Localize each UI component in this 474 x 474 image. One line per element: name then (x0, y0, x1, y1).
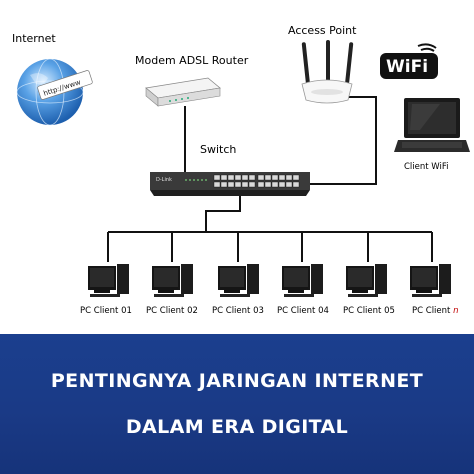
title-banner: PENTINGNYA JARINGAN INTERNET DALAM ERA D… (0, 334, 474, 474)
client-label-text: PC Client (412, 306, 454, 316)
connection-lines (107, 96, 433, 262)
pc-client-02-icon (152, 264, 193, 297)
client-label-suffix: n (453, 306, 459, 316)
client-label-text: PC Client 03 (212, 306, 264, 316)
switch-label: Switch (200, 143, 237, 156)
network-diagram-svg: http://www WiFi (16, 40, 470, 297)
wifi-logo-icon: WiFi (380, 43, 438, 79)
access-point-label: Access Point (288, 24, 357, 37)
client-label-05: PC Client 05 (343, 306, 395, 316)
switch-to-bus-line (205, 194, 241, 232)
pc-client-01-icon (88, 264, 129, 297)
client-wifi-laptop-icon (394, 98, 470, 152)
banner-title-line-1: PENTINGNYA JARINGAN INTERNET (50, 370, 424, 392)
client-label-text: PC Client 02 (146, 306, 198, 316)
banner-title-line-2: DALAM ERA DIGITAL (125, 416, 349, 438)
pc-client-03-icon (218, 264, 259, 297)
client-label-03: PC Client 03 (212, 306, 264, 316)
client-label-text: PC Client 01 (80, 306, 132, 316)
client-label-text: PC Client 04 (277, 306, 329, 316)
pc-client-icons (88, 264, 451, 297)
pc-client-05-icon (346, 264, 387, 297)
modem-router-icon (145, 77, 221, 107)
network-switch-icon: D-Link (150, 172, 310, 196)
access-point-to-switch-line (310, 96, 377, 185)
internet-label: Internet (12, 32, 56, 45)
client-label-04: PC Client 04 (277, 306, 329, 316)
access-point-icon (301, 40, 354, 104)
wifi-logo-text: WiFi (386, 57, 428, 77)
switch-brand-text: D-Link (156, 177, 172, 183)
client-label-01: PC Client 01 (80, 306, 132, 316)
client-label-02: PC Client 02 (146, 306, 198, 316)
internet-globe-icon: http://www (16, 58, 93, 126)
pc-client-n-icon (410, 264, 451, 297)
modem-label: Modem ADSL Router (135, 54, 249, 67)
pc-client-04-icon (282, 264, 323, 297)
client-label-n: PC Client n (412, 306, 458, 316)
client-wifi-label: Client WiFi (404, 162, 449, 172)
client-label-text: PC Client 05 (343, 306, 395, 316)
